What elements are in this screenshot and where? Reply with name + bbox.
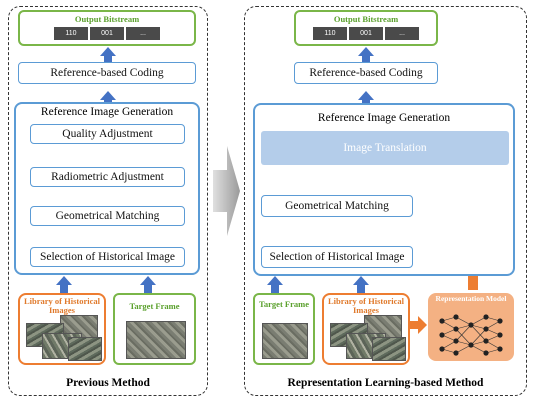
arrow-target-left	[140, 276, 156, 295]
neural-network-icon	[439, 314, 503, 356]
output-title-right: Output Bitstream	[333, 14, 399, 24]
caption-right: Representation Learning-based Method	[287, 377, 484, 389]
reference-coding-left: Reference-based Coding	[18, 62, 196, 84]
generation-title-right: Reference Image Generation	[317, 112, 451, 124]
library-box-right: Library of Historical Images	[322, 293, 410, 365]
target-title-right: Target Frame	[259, 299, 309, 309]
target-title-left: Target Frame	[129, 301, 180, 311]
library-box-left: Library of Historical Images	[18, 293, 106, 365]
historical-image	[68, 337, 102, 361]
target-image	[126, 321, 186, 359]
output-bitstream-left: Output Bitstream 110 001 ...	[18, 10, 196, 46]
generation-title-left: Reference Image Generation	[40, 106, 174, 118]
bit-segment: ...	[126, 27, 160, 40]
historical-image	[372, 337, 406, 361]
caption-left: Previous Method	[66, 377, 150, 389]
radiometric-adjustment-box: Radiometric Adjustment	[30, 167, 185, 187]
target-frame-box-right: Target Frame	[253, 293, 315, 365]
selection-box-left: Selection of Historical Image	[30, 247, 185, 267]
representation-model-box: Representation Model	[428, 293, 514, 361]
arrow-to-output-left	[100, 47, 116, 62]
image-translation-box: Image Translation	[261, 131, 509, 165]
bit-segment: 001	[90, 27, 124, 40]
arrow-target-right	[267, 276, 283, 295]
arrow-to-output-right	[358, 47, 374, 62]
reference-coding-right: Reference-based Coding	[294, 62, 438, 84]
selection-box-right: Selection of Historical Image	[261, 246, 413, 268]
target-image	[262, 323, 308, 359]
library-title-left: Library of Historical Images	[23, 296, 100, 315]
output-bitstream-right: Output Bitstream 110 001 ...	[294, 10, 438, 46]
arrow-library-to-model	[410, 316, 427, 334]
library-title-right: Library of Historical Images	[327, 296, 404, 315]
geometrical-matching-box-right: Geometrical Matching	[261, 195, 413, 217]
transition-arrow	[213, 146, 240, 236]
arrow-library-right	[353, 276, 369, 295]
arrow-library-left	[56, 276, 72, 295]
geometrical-matching-box-left: Geometrical Matching	[30, 206, 185, 226]
bit-segment: ...	[385, 27, 419, 40]
output-title-left: Output Bitstream	[74, 14, 140, 24]
model-title: Representation Model	[435, 294, 507, 303]
bitstream-right: 110 001 ...	[296, 27, 436, 40]
bit-segment: 110	[313, 27, 347, 40]
target-frame-box-left: Target Frame	[113, 293, 196, 365]
bit-segment: 110	[54, 27, 88, 40]
previous-method-panel	[8, 6, 208, 396]
arrow-to-coding-right	[358, 91, 374, 106]
bit-segment: 001	[349, 27, 383, 40]
quality-adjustment-box: Quality Adjustment	[30, 124, 185, 144]
bitstream-left: 110 001 ...	[20, 27, 194, 40]
representation-method-panel	[244, 6, 527, 396]
